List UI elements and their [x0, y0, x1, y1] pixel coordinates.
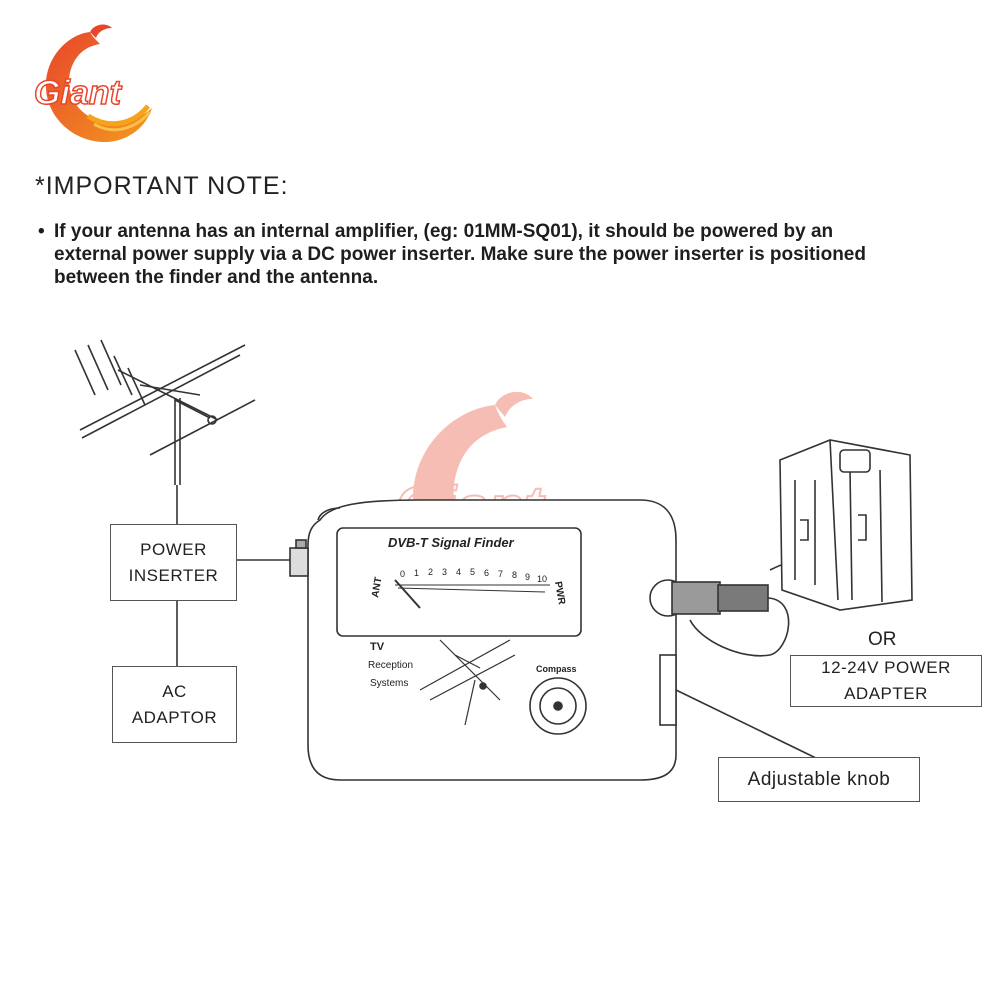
brand-reception: Reception: [368, 660, 413, 671]
svg-text:7: 7: [498, 569, 503, 579]
brand-tv: TV: [370, 641, 385, 653]
note-title: *IMPORTANT NOTE:: [35, 172, 289, 200]
svg-text:0: 0: [400, 569, 405, 579]
svg-text:3: 3: [442, 567, 447, 577]
svg-text:4: 4: [456, 567, 461, 577]
note-line-1: If your antenna has an internal amplifie…: [54, 221, 834, 242]
svg-text:8: 8: [512, 570, 517, 580]
yagi-antenna-icon: [74, 339, 256, 485]
bullet: •: [38, 221, 45, 242]
device-pwr-label: PWR: [552, 581, 567, 607]
power-inserter-label-1: POWER: [140, 539, 207, 559]
power-inserter-box: POWER INSERTER: [110, 524, 237, 601]
svg-text:6: 6: [484, 568, 489, 578]
signal-finder-device: [289, 499, 769, 781]
adjustable-knob-box: Adjustable knob: [718, 757, 920, 802]
power-adapter-label-2: ADAPTER: [844, 684, 928, 703]
battery-holder-icon: [779, 439, 913, 611]
svg-text:5: 5: [470, 567, 475, 577]
adjustable-knob-label: Adjustable knob: [747, 768, 891, 790]
power-inserter-label-2: INSERTER: [128, 565, 219, 585]
device-title: DVB-T Signal Finder: [388, 535, 515, 550]
compass-label: Compass: [536, 664, 577, 674]
ac-adaptor-label-2: ADAPTOR: [131, 707, 218, 727]
note-body: • If your antenna has an internal amplif…: [38, 220, 968, 289]
device-ant-label: ANT: [370, 576, 384, 598]
power-adapter-label-1: 12-24V POWER: [821, 658, 951, 677]
logo-text: Giant: [34, 74, 123, 112]
svg-text:10: 10: [537, 574, 547, 584]
ac-adaptor-label-1: AC: [162, 681, 187, 701]
note-line-2: external power supply via a DC power ins…: [54, 244, 866, 265]
or-label: OR: [868, 629, 897, 650]
brand-systems: Systems: [370, 678, 408, 689]
svg-text:2: 2: [428, 567, 433, 577]
giant-logo: Giant: [33, 24, 152, 143]
svg-text:9: 9: [525, 572, 530, 582]
ac-adaptor-box: AC ADAPTOR: [112, 666, 237, 743]
note-line-3: between the finder and the antenna.: [54, 267, 379, 288]
svg-text:1: 1: [414, 568, 419, 578]
power-adapter-box: 12-24V POWER ADAPTER: [790, 655, 982, 707]
meter-scale: 0 1 2 3 4 5 6 7 8 9 10: [400, 567, 547, 584]
